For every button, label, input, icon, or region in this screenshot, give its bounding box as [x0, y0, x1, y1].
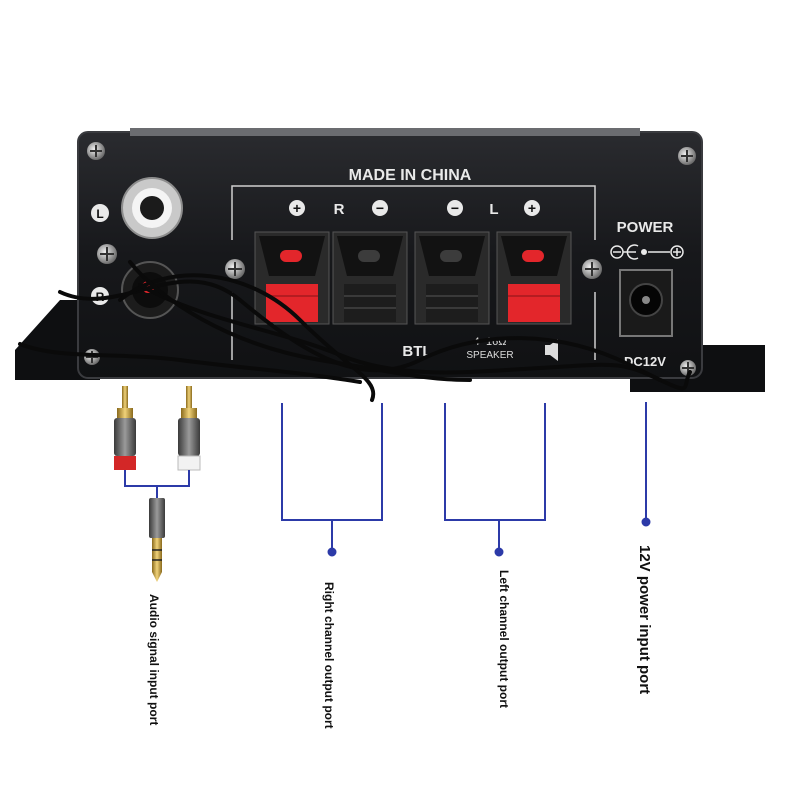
input-l-text: L	[96, 207, 103, 221]
terminal-outline	[231, 185, 596, 240]
minus-marker-right	[372, 200, 388, 216]
audio-input-label: Audio signal input port	[147, 594, 161, 725]
rca-plug-red	[114, 386, 136, 470]
minus-marker-left	[447, 200, 463, 216]
power-label: POWER	[617, 219, 674, 236]
screws	[84, 142, 696, 376]
speaker-label: SPEAKER	[466, 350, 513, 361]
right-minus-terminal[interactable]	[332, 231, 408, 325]
left-output-label: Left channel output port	[497, 570, 511, 708]
screw-icon	[87, 142, 105, 160]
audio-cable	[18, 260, 692, 402]
rca-jack-left[interactable]	[121, 177, 183, 239]
rca-plug-white	[177, 386, 201, 471]
screw-icon	[678, 147, 696, 165]
speaker-terminals	[254, 231, 572, 325]
screw-icon	[97, 244, 117, 264]
dc-power-jack[interactable]	[619, 269, 673, 337]
speaker-icon	[545, 339, 558, 361]
plus-marker-right	[289, 200, 305, 216]
power-input-label: 12V power input port	[636, 545, 653, 694]
polarity-icon	[610, 244, 684, 260]
screw-icon	[225, 259, 245, 279]
power-callout	[641, 402, 651, 527]
left-plus-terminal[interactable]	[496, 231, 572, 325]
top-edge	[130, 128, 640, 136]
terminal-markers: + R − − L +	[289, 200, 540, 218]
input-l-marker	[91, 204, 109, 222]
plus-sign: +	[293, 200, 301, 216]
screw-icon	[582, 259, 602, 279]
made-in-label: MADE IN CHINA	[349, 167, 472, 184]
rca-connector-line	[124, 470, 190, 487]
plus-sign: +	[528, 200, 536, 216]
right-plus-terminal[interactable]	[254, 231, 330, 325]
right-output-label: Right channel output port	[322, 582, 336, 729]
mini-jack-plug	[149, 498, 165, 582]
minus-sign: −	[376, 200, 384, 216]
left-terminal-label: L	[489, 201, 498, 218]
right-output-callout	[281, 403, 383, 557]
left-minus-terminal[interactable]	[414, 231, 490, 325]
left-output-callout	[444, 403, 546, 557]
minus-sign: −	[451, 200, 459, 216]
right-terminal-label: R	[334, 201, 345, 218]
plus-marker-left	[524, 200, 540, 216]
